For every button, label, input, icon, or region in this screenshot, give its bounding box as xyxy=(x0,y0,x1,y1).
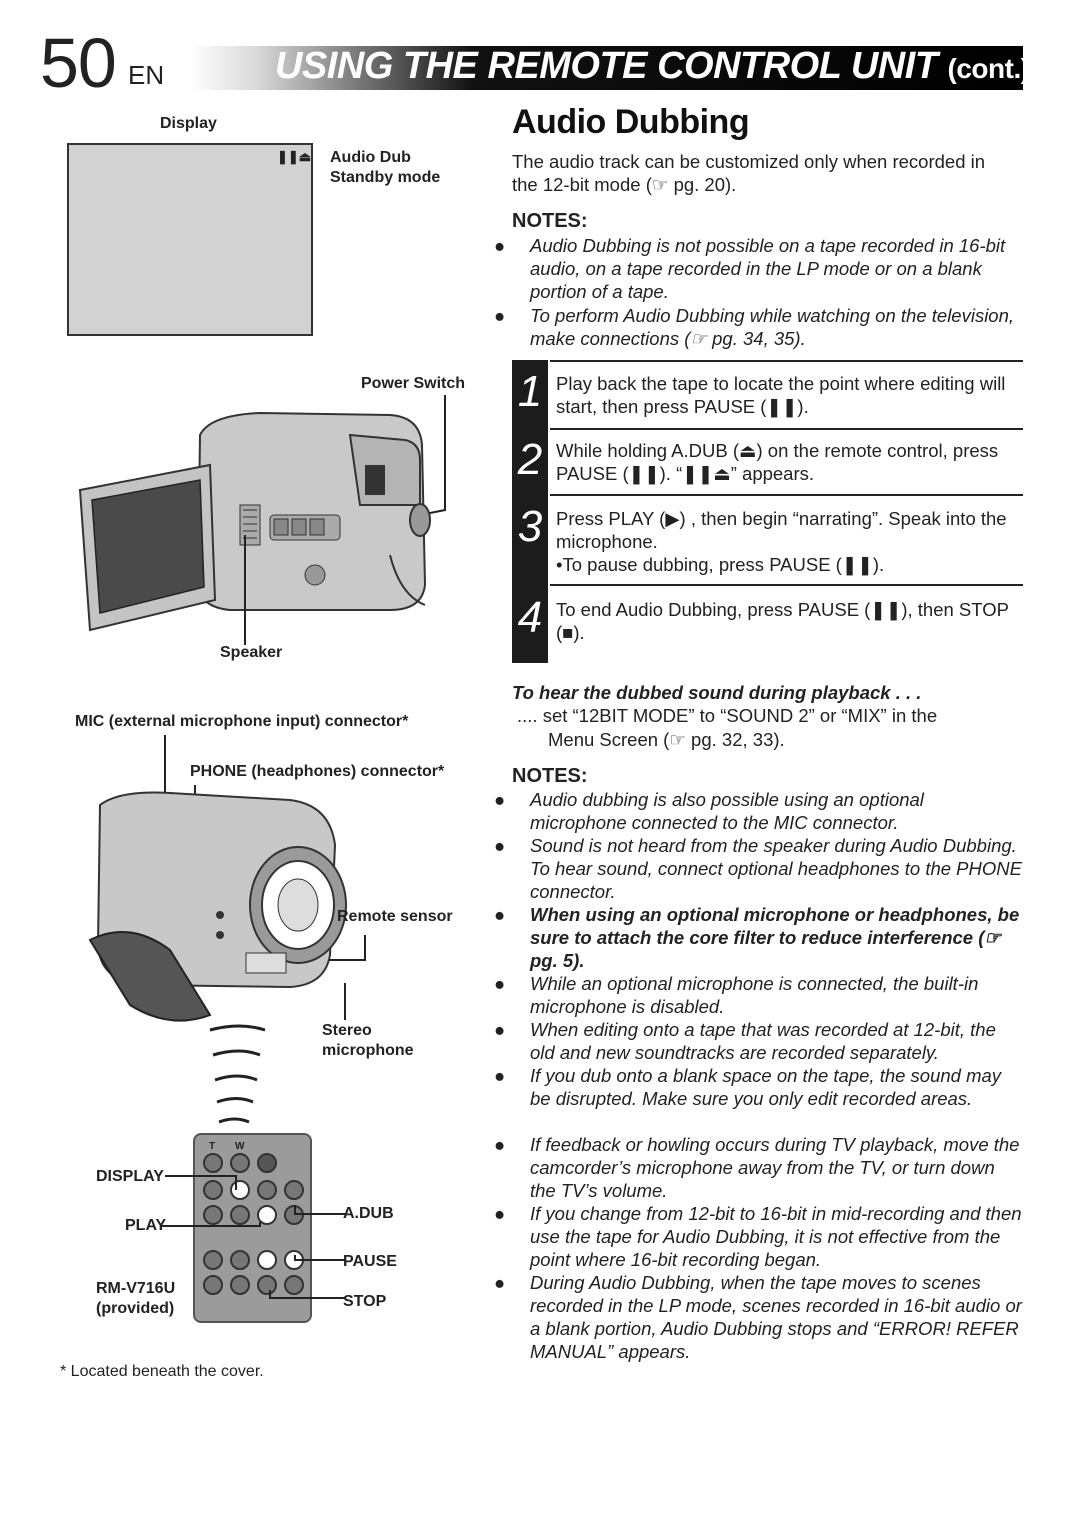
remote-pause-label: PAUSE xyxy=(343,1253,397,1270)
remote-button-r5c2[interactable] xyxy=(230,1275,250,1295)
standby-mode-label: Standby mode xyxy=(330,169,441,186)
page-title-suffix: (cont.) xyxy=(947,53,1031,84)
remote-provided-label: (provided) xyxy=(96,1300,175,1317)
camcorder-side-illustration xyxy=(78,395,446,645)
step-divider xyxy=(550,360,1023,362)
display-label: Display xyxy=(160,115,217,132)
mic-connector-label: MIC (external microphone input) connecto… xyxy=(75,713,409,730)
note-item: ●When editing onto a tape that was recor… xyxy=(494,1019,996,1063)
intro-line-2: the 12-bit mode (☞ pg. 20). xyxy=(512,174,737,195)
play-button[interactable] xyxy=(257,1205,277,1225)
step-divider xyxy=(550,428,1023,430)
remote-adub-label: A.DUB xyxy=(343,1205,394,1222)
page-title-text: USING THE REMOTE CONTROL UNIT xyxy=(275,45,938,87)
stereo-label: Stereo xyxy=(322,1022,372,1039)
display-screen xyxy=(67,143,313,336)
remote-button-r5c4[interactable] xyxy=(284,1275,304,1295)
step-divider xyxy=(550,584,1023,586)
remote-model-label: RM-V716U xyxy=(96,1280,176,1297)
step-number: 2 xyxy=(517,435,543,484)
note-item: ●If you dub onto a blank space on the ta… xyxy=(494,1065,1002,1109)
power-button[interactable] xyxy=(257,1153,277,1173)
notes-heading: NOTES: xyxy=(512,210,588,232)
playback-line-2: Menu Screen (☞ pg. 32, 33). xyxy=(548,729,785,750)
note-item: ●To perform Audio Dubbing while watching… xyxy=(494,305,1015,349)
note-item: ●When using an optional microphone or he… xyxy=(494,904,1020,971)
notes-list: ●Audio dubbing is also possible using an… xyxy=(494,788,1024,1363)
remote-button-r5c1[interactable] xyxy=(203,1275,223,1295)
power-switch-label: Power Switch xyxy=(361,375,466,392)
remote-button-r2c1[interactable] xyxy=(203,1180,223,1200)
section-heading: Audio Dubbing xyxy=(512,103,750,141)
zoom-t-button[interactable] xyxy=(203,1153,223,1173)
page-number: 50 xyxy=(40,24,117,102)
step-text: To end Audio Dubbing, press PAUSE (❚❚), … xyxy=(556,599,1009,643)
note-item: ●If feedback or howling occurs during TV… xyxy=(494,1134,1020,1201)
remote-display-label: DISPLAY xyxy=(96,1168,164,1185)
zoom-w-button[interactable] xyxy=(230,1153,250,1173)
step-divider xyxy=(550,494,1023,496)
remote-sensor-label: Remote sensor xyxy=(337,908,453,925)
adub-button[interactable] xyxy=(284,1180,304,1200)
remote-button-r4c3[interactable] xyxy=(257,1250,277,1270)
note-item: ●While an optional microphone is connect… xyxy=(494,973,979,1017)
step-subtext: •To pause dubbing, press PAUSE (❚❚). xyxy=(556,554,885,575)
phone-connector-label: PHONE (headphones) connector* xyxy=(190,763,445,780)
step-number: 4 xyxy=(517,593,543,642)
title-banner xyxy=(190,46,1023,90)
audio-dub-label: Audio Dub xyxy=(330,149,411,166)
stop-button[interactable] xyxy=(257,1275,277,1295)
remote-button-r2c3[interactable] xyxy=(257,1180,277,1200)
remote-control: T W xyxy=(193,1133,312,1323)
remote-w-label: W xyxy=(235,1141,245,1152)
note-item: ●Sound is not heard from the speaker dur… xyxy=(494,835,1022,902)
note-item: ●If you change from 12-bit to 16-bit in … xyxy=(494,1203,1022,1270)
camcorder-front-illustration xyxy=(88,735,366,1022)
step-text: While holding A.DUB (⏏) on the remote co… xyxy=(556,440,999,484)
playback-heading: To hear the dubbed sound during playback… xyxy=(512,682,922,703)
note-item: ●Audio Dubbing is not possible on a tape… xyxy=(494,235,1006,302)
note-item: ●During Audio Dubbing, when the tape mov… xyxy=(494,1272,1022,1362)
language-code: EN xyxy=(128,60,165,90)
note-item: ●Audio dubbing is also possible using an… xyxy=(494,789,924,833)
audio-dub-standby-icon: ❚❚⏏ xyxy=(277,149,312,164)
remote-button-r4c1[interactable] xyxy=(203,1250,223,1270)
speaker-label: Speaker xyxy=(220,644,283,661)
remote-t-label: T xyxy=(209,1141,216,1152)
page-title: USING THE REMOTE CONTROL UNIT (cont.) xyxy=(275,44,1030,91)
steps-sidebar xyxy=(512,360,548,663)
remote-stop-label: STOP xyxy=(343,1293,387,1310)
remote-button-r3c2[interactable] xyxy=(230,1205,250,1225)
notes-heading: NOTES: xyxy=(512,765,588,787)
step-text: Play back the tape to locate the point w… xyxy=(556,373,1006,417)
remote-play-label: PLAY xyxy=(125,1217,167,1234)
intro-line-1: The audio track can be customized only w… xyxy=(512,151,986,172)
infrared-signal-icon xyxy=(209,1024,266,1124)
step-number: 3 xyxy=(517,502,543,551)
remote-button-r3c1[interactable] xyxy=(203,1205,223,1225)
step-text: Press PLAY (▶) , then begin “narrating”.… xyxy=(556,508,1007,552)
remote-button-r4c2[interactable] xyxy=(230,1250,250,1270)
footnote: * Located beneath the cover. xyxy=(60,1363,264,1380)
step-number: 1 xyxy=(517,367,543,416)
remote-leader-lines xyxy=(160,1175,345,1299)
playback-line-1: .... set “12BIT MODE” to “SOUND 2” or “M… xyxy=(517,705,938,726)
microphone-label: microphone xyxy=(322,1042,414,1059)
